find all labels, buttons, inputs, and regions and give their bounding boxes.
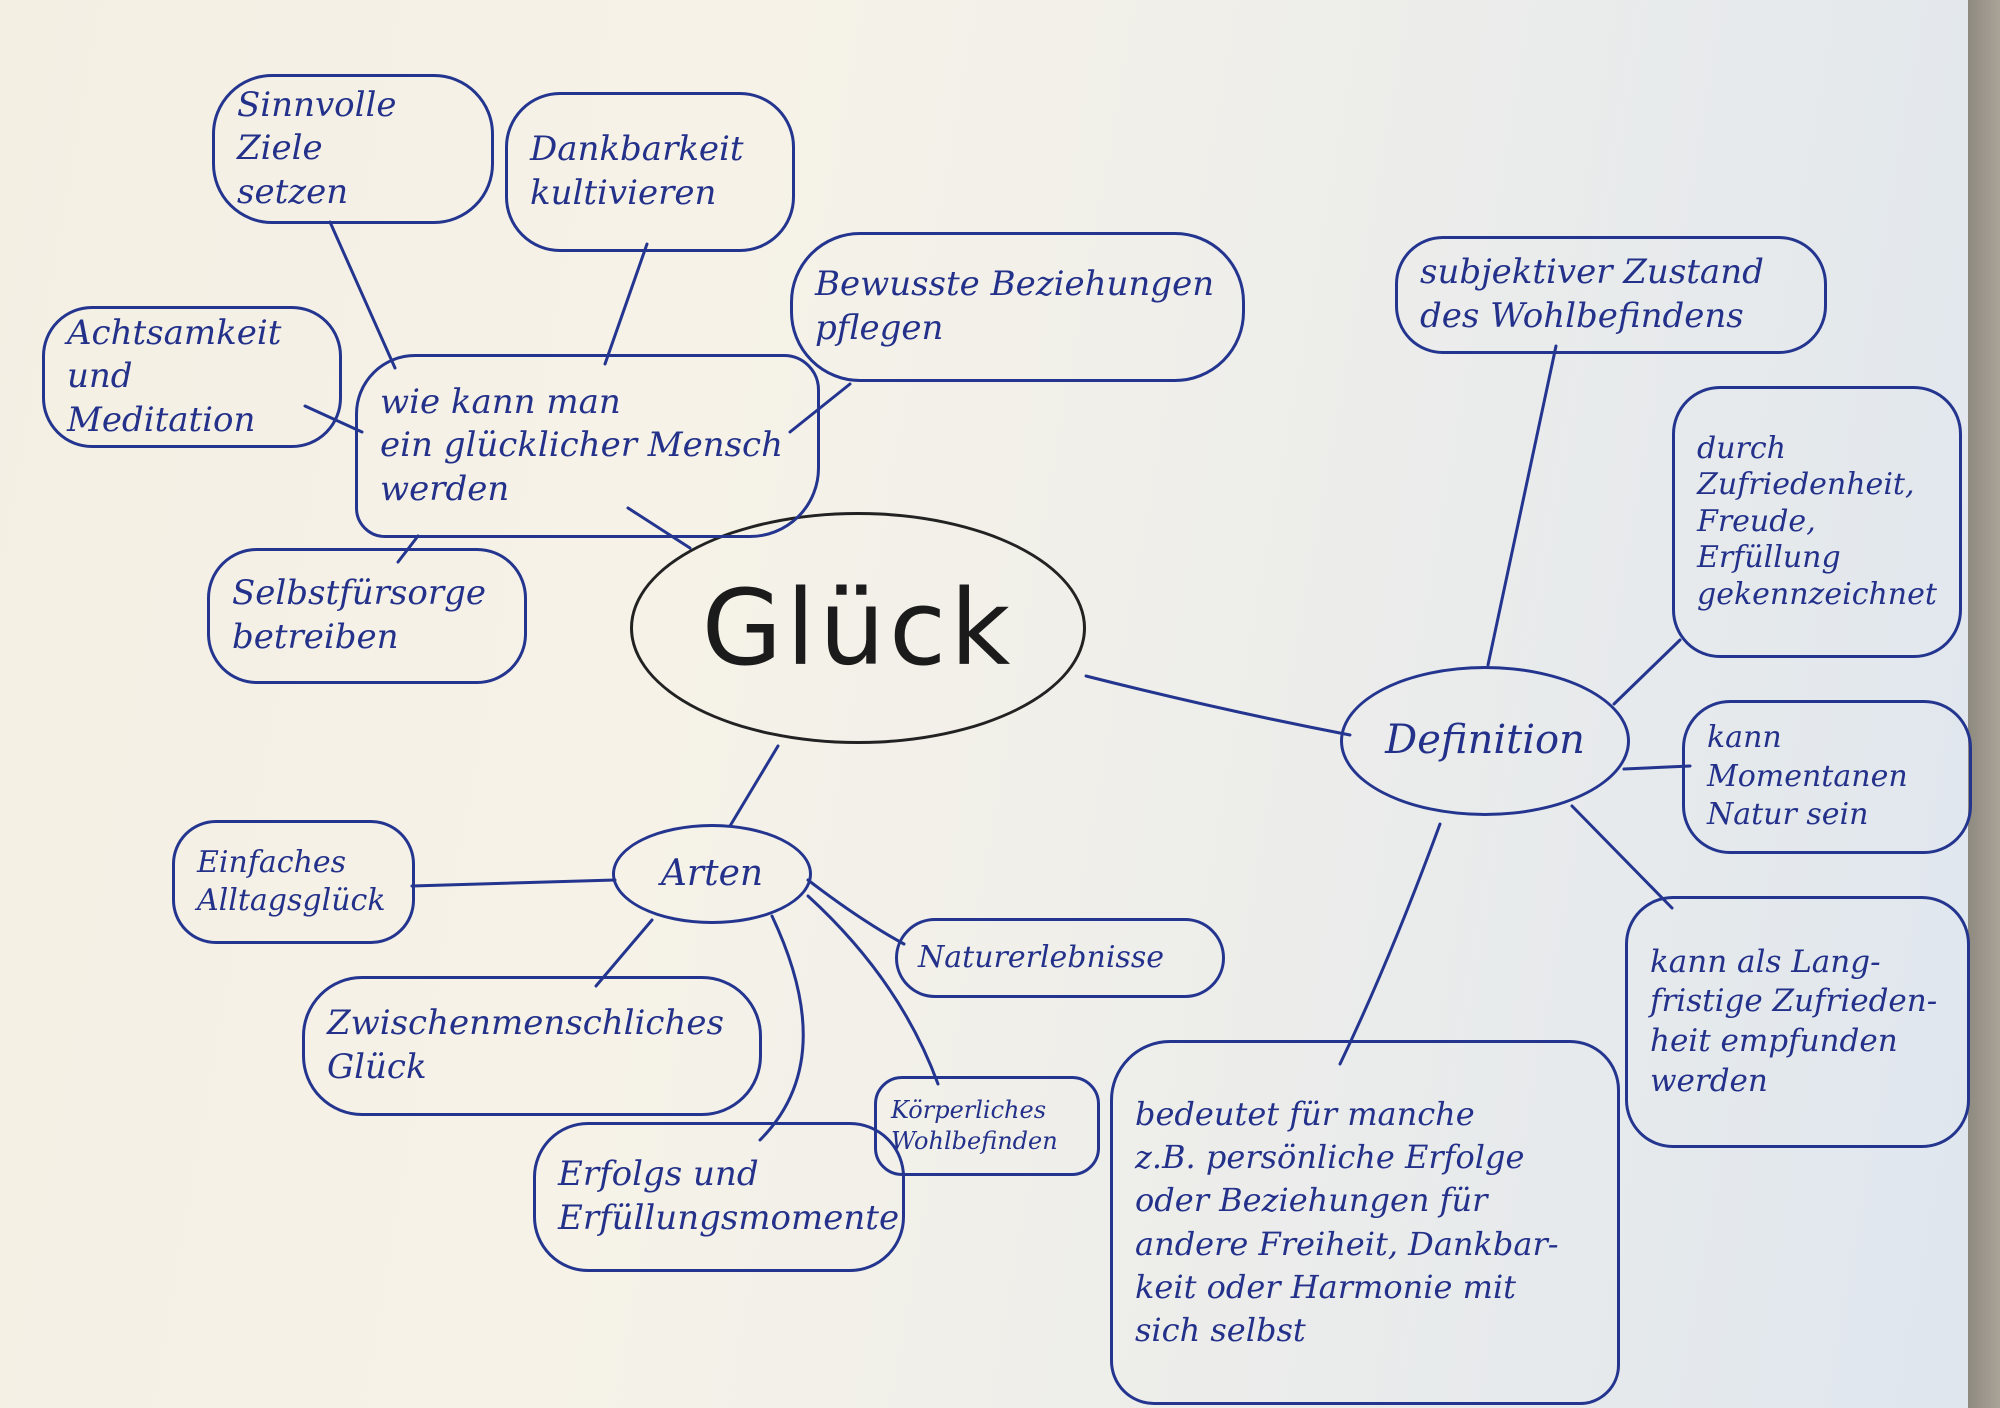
node-howto: wie kann man ein glücklicher Mensch werd…: [355, 354, 820, 538]
link-arten-koerper: [806, 894, 940, 1086]
link-arten-zwischen: [594, 918, 654, 988]
node-koerperlich: Körperliches Wohlbefinden: [874, 1076, 1100, 1176]
node-sinnvolle-ziele: Sinnvolle Ziele setzen: [212, 74, 494, 224]
link-center-arten: [728, 744, 780, 828]
node-subjektiver-zustand: subjektiver Zustand des Wohlbefindens: [1395, 236, 1827, 354]
node-achtsamkeit: Achtsamkeit und Meditation: [42, 306, 342, 448]
link-howto-ziele: [328, 220, 397, 370]
link-howto-dankbarkeit: [603, 242, 649, 366]
node-alltagsglueck: Einfaches Alltagsglück: [172, 820, 415, 944]
link-center-howto: [626, 506, 692, 550]
node-arten: Arten: [612, 824, 812, 924]
node-naturerlebnisse: Naturerlebnisse: [895, 918, 1225, 998]
node-zufriedenheit: durch Zufriedenheit, Freude, Erfüllung g…: [1672, 386, 1962, 658]
node-dankbarkeit: Dankbarkeit kultivieren: [505, 92, 795, 252]
node-momentan: kann Momentanen Natur sein: [1682, 700, 1972, 854]
node-selbstfuersorge: Selbstfürsorge betreiben: [207, 548, 527, 684]
link-def-zustand: [1486, 344, 1558, 667]
link-arten-natur: [806, 878, 906, 946]
link-arten-erfolg: [758, 914, 805, 1142]
node-beziehungen: Bewusste Beziehungen pflegen: [790, 232, 1245, 382]
node-langfristig: kann als Lang- fristige Zufrieden- heit …: [1625, 896, 1970, 1148]
link-def-momentan: [1622, 764, 1692, 771]
link-def-zufriedenheit: [1612, 638, 1682, 706]
node-erfolgsmomente: Erfolgs und Erfüllungsmomente: [533, 1122, 905, 1272]
link-arten-alltag: [410, 878, 617, 888]
center-node: Glück: [630, 512, 1086, 744]
link-howto-beziehungen: [788, 382, 852, 434]
node-bedeutet: bedeutet für manche z.B. persönliche Erf…: [1110, 1040, 1620, 1405]
node-zwischenmenschlich: Zwischenmenschliches Glück: [302, 976, 762, 1116]
link-center-definition: [1084, 674, 1352, 737]
link-def-langfristig: [1570, 804, 1674, 910]
desk-edge: [1968, 0, 2000, 1408]
node-definition: Definition: [1340, 666, 1630, 816]
link-def-bedeutet: [1338, 822, 1442, 1066]
